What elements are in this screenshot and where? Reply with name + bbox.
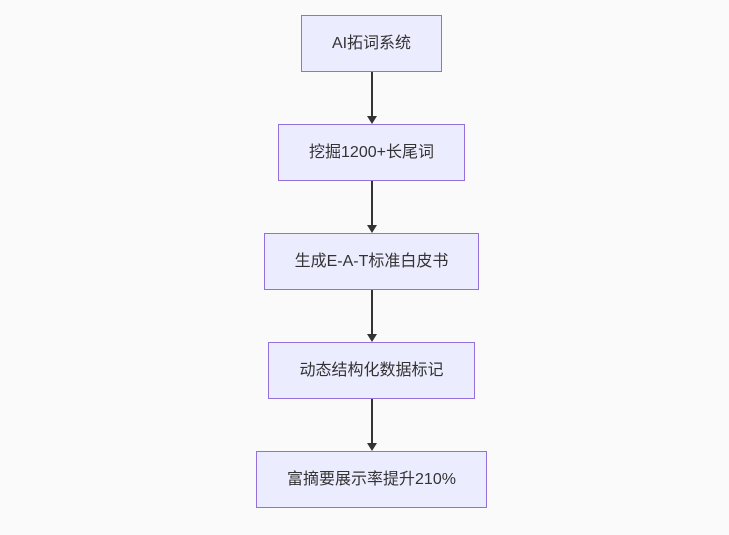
arrow-line (370, 399, 373, 443)
arrow-line (370, 290, 373, 334)
arrowhead-down-icon (366, 443, 377, 451)
arrow-line (370, 181, 373, 225)
arrowhead-down-icon (366, 334, 377, 342)
flow-arrow-2 (366, 181, 377, 233)
flow-node-label: 挖掘1200+长尾词 (309, 143, 434, 161)
flow-node-label: 动态结构化数据标记 (299, 361, 444, 379)
flow-arrow-1 (366, 72, 377, 124)
flow-arrow-3 (366, 290, 377, 342)
flow-node-label: AI拓词系统 (331, 34, 412, 52)
flow-node-rich-snippet-result: 富摘要展示率提升210% (256, 451, 487, 508)
flow-node-label: 生成E-A-T标准白皮书 (294, 252, 449, 270)
flow-node-label: 富摘要展示率提升210% (287, 470, 456, 488)
flow-node-longtail-mining: 挖掘1200+长尾词 (278, 124, 465, 181)
flow-node-ai-word-system: AI拓词系统 (300, 15, 443, 72)
flow-arrow-4 (366, 399, 377, 451)
flow-node-structured-data: 动态结构化数据标记 (268, 342, 475, 399)
flowchart-canvas: AI拓词系统 挖掘1200+长尾词 生成E-A-T标准白皮书 动态结构化数据标记… (7, 0, 729, 508)
arrowhead-down-icon (366, 225, 377, 233)
arrow-line (370, 72, 373, 116)
flow-node-eat-whitepaper: 生成E-A-T标准白皮书 (263, 233, 480, 290)
arrowhead-down-icon (366, 116, 377, 124)
